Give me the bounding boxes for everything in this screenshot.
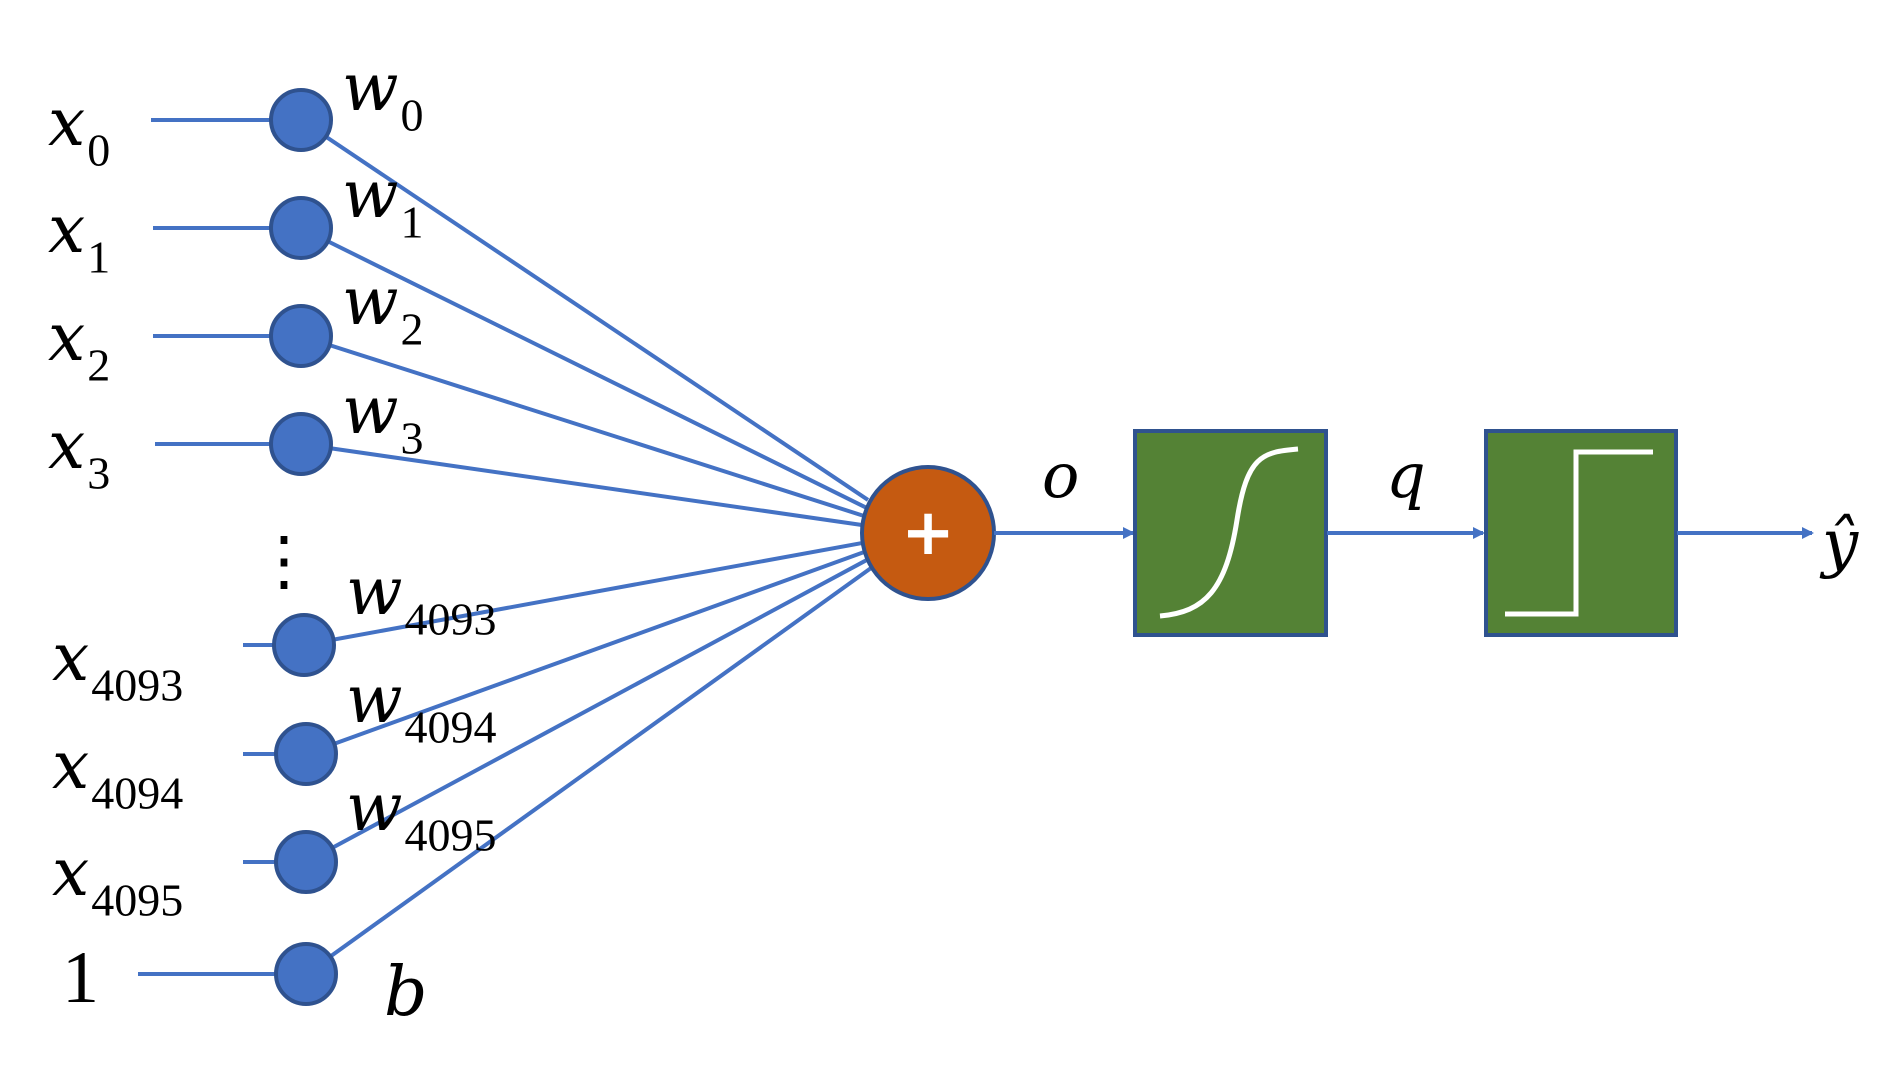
input-label-x2-var: x <box>48 299 85 376</box>
input-label-x1-var: x <box>48 191 85 268</box>
bias-input-label: 1 <box>62 937 99 1019</box>
input-node-3 <box>269 412 333 476</box>
weight-line-w3 <box>300 442 869 528</box>
input-label-x4094-var: x <box>52 727 89 804</box>
weight-label-w3-var: w <box>342 372 399 449</box>
weight-label-w4093-subscript: 4093 <box>405 594 497 645</box>
input-nodes <box>269 88 338 1006</box>
weight-label-w0-subscript: 0 <box>401 90 424 141</box>
input-node-4094 <box>274 722 338 786</box>
input-label-x1-subscript: 1 <box>87 232 110 283</box>
weight-label-w4094-var: w <box>346 661 403 738</box>
input-label-x4093: x4093 <box>52 619 183 711</box>
input-label-x0-var: x <box>48 84 85 161</box>
weight-line-w0 <box>299 118 870 502</box>
input-label-x4094: x4094 <box>52 727 183 819</box>
weight-line-w2 <box>300 334 869 520</box>
input-label-x2: x2 <box>48 299 110 391</box>
input-node-0 <box>269 88 333 152</box>
weight-label-w4095-var: w <box>346 769 403 846</box>
weight-label-w2-subscript: 2 <box>401 304 424 355</box>
input-node-1 <box>269 196 333 260</box>
input-label-x0: x0 <box>48 84 110 176</box>
connection-lines <box>138 118 880 976</box>
weight-label-w1: w1 <box>342 156 424 248</box>
bias-weight-line <box>304 561 880 976</box>
input-label-x4093-var: x <box>52 619 89 696</box>
weight-label-w3-subscript: 3 <box>401 413 424 464</box>
weight-label-w0: w0 <box>342 49 424 141</box>
sigmoid-curve-icon <box>1159 446 1299 619</box>
weight-label-w4095-subscript: 4095 <box>405 810 497 861</box>
weight-label-w4093: w4093 <box>346 553 497 645</box>
weight-label-w4094: w4094 <box>346 661 497 753</box>
summation-symbol: + <box>901 496 955 570</box>
label-y-hat: ŷ <box>1819 507 1859 581</box>
weight-label-w4095: w4095 <box>346 769 497 861</box>
step-activation-box <box>1484 429 1678 637</box>
input-label-x4095-var: x <box>52 834 89 911</box>
weight-label-w3: w3 <box>342 372 424 464</box>
weight-line-w4093 <box>303 539 869 647</box>
label-q: q <box>1386 439 1426 512</box>
ellipsis: ⋮ <box>251 525 317 598</box>
weight-label-w2-var: w <box>342 263 399 340</box>
weight-line-w4095 <box>305 557 869 864</box>
step-function-icon <box>1505 449 1653 617</box>
weight-label-w0-var: w <box>342 49 399 126</box>
weight-line-w4094 <box>305 548 869 756</box>
sigmoid-activation-box <box>1133 429 1328 637</box>
weight-label-w4094-subscript: 4094 <box>405 702 497 753</box>
weight-label-w1-var: w <box>342 156 399 233</box>
bias-node <box>274 942 338 1006</box>
weight-label-w2: w2 <box>342 263 424 355</box>
weight-label-w4093-var: w <box>346 553 403 630</box>
input-label-x4093-subscript: 4093 <box>91 660 183 711</box>
summation-node: + <box>860 465 996 601</box>
bias-weight-label: b <box>384 953 428 1032</box>
input-label-x3: x3 <box>48 407 110 499</box>
input-label-x1: x1 <box>48 191 110 283</box>
input-label-x4094-subscript: 4094 <box>91 768 183 819</box>
input-label-x3-var: x <box>48 407 85 484</box>
input-node-4093 <box>272 613 336 677</box>
label-o: o <box>1042 439 1079 512</box>
input-label-x4095: x4095 <box>52 834 183 926</box>
weight-label-w1-subscript: 1 <box>401 197 424 248</box>
input-label-x4095-subscript: 4095 <box>91 875 183 926</box>
weight-line-w1 <box>300 226 869 511</box>
input-label-x3-subscript: 3 <box>87 448 110 499</box>
input-label-x2-subscript: 2 <box>87 340 110 391</box>
input-node-2 <box>269 304 333 368</box>
labels: x0w0x1w1x2w2x3w3x4093w4093x4094w4094x409… <box>48 49 497 1032</box>
input-label-x0-subscript: 0 <box>87 125 110 176</box>
input-node-4095 <box>274 830 338 894</box>
